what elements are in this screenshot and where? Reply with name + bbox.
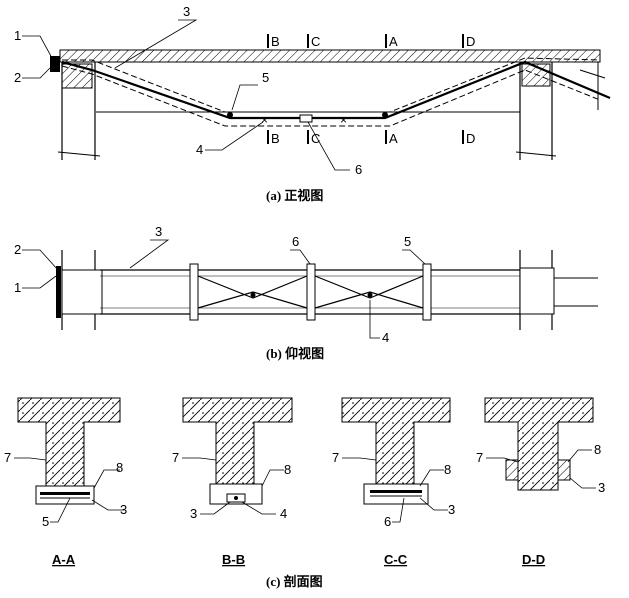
front-view: × × B C A D B C A D [14, 4, 611, 203]
aa-label-5: 5 [42, 514, 49, 529]
cable-dashed-upper [62, 57, 601, 113]
section-dd: 7 8 3 D-D [476, 397, 605, 567]
bottom-view: 2 1 3 6 5 4 (b) 仰视图 [14, 224, 598, 361]
section-bb: 7 8 3 4 B-B [172, 397, 293, 567]
front-label-4: 4 [196, 142, 203, 157]
front-label-5: 5 [262, 70, 269, 85]
front-label-2: 2 [14, 70, 21, 85]
sec-b-bot: B [271, 131, 280, 146]
end-plate-left [50, 56, 60, 72]
section-cc: 7 8 3 6 C-C [332, 397, 455, 567]
cc-label-6: 6 [384, 514, 391, 529]
aa-title: A-A [52, 552, 76, 567]
aa-label-8: 8 [116, 460, 123, 475]
section-aa: 7 8 3 5 A-A [4, 397, 127, 567]
bb-label-4: 4 [280, 506, 287, 521]
sec-d-top: D [466, 34, 475, 49]
front-label-1: 1 [14, 28, 21, 43]
sec-a-bot: A [389, 131, 398, 146]
bb-label-3: 3 [190, 506, 197, 521]
bottom-label-4: 4 [382, 330, 389, 345]
bottom-label-1: 1 [14, 280, 21, 295]
bb-label-7: 7 [172, 450, 179, 465]
slab [59, 49, 601, 63]
cc-label-7: 7 [332, 450, 339, 465]
cc-label-8: 8 [444, 462, 451, 477]
front-label-3: 3 [183, 4, 190, 19]
dd-label-3: 3 [598, 480, 605, 495]
sec-d-bot: D [466, 131, 475, 146]
aa-label-3: 3 [120, 502, 127, 517]
section-views: 7 8 3 5 A-A 7 8 3 4 B-B [4, 397, 605, 589]
dd-label-8: 8 [594, 442, 601, 457]
dd-title: D-D [522, 552, 545, 567]
cross-bracing [197, 275, 424, 309]
caption-front: (a) 正视图 [266, 188, 323, 203]
section-marks-front: B C A D B C A D [267, 34, 475, 146]
sec-c-top: C [311, 34, 320, 49]
svg-text:×: × [340, 113, 347, 127]
bottom-label-6: 6 [292, 234, 299, 249]
cc-label-3: 3 [448, 502, 455, 517]
left-column [50, 56, 101, 160]
caption-sections: (c) 剖面图 [266, 574, 323, 589]
clamps [189, 263, 432, 321]
sec-b-top: B [271, 34, 280, 49]
bb-title: B-B [222, 552, 245, 567]
aa-label-7: 7 [4, 450, 11, 465]
sec-a-top: A [389, 34, 398, 49]
sec-c-bot: C [311, 131, 320, 146]
bottom-label-5: 5 [404, 234, 411, 249]
svg-text:×: × [261, 113, 268, 127]
bottom-label-3: 3 [155, 224, 162, 239]
bottom-label-2: 2 [14, 242, 21, 257]
front-label-6: 6 [355, 162, 362, 177]
dd-label-7: 7 [476, 450, 483, 465]
coupler-front [299, 114, 313, 123]
cc-title: C-C [384, 552, 408, 567]
caption-bottom: (b) 仰视图 [266, 346, 324, 361]
cable-dashed-lower [61, 65, 601, 127]
bb-label-8: 8 [284, 462, 291, 477]
